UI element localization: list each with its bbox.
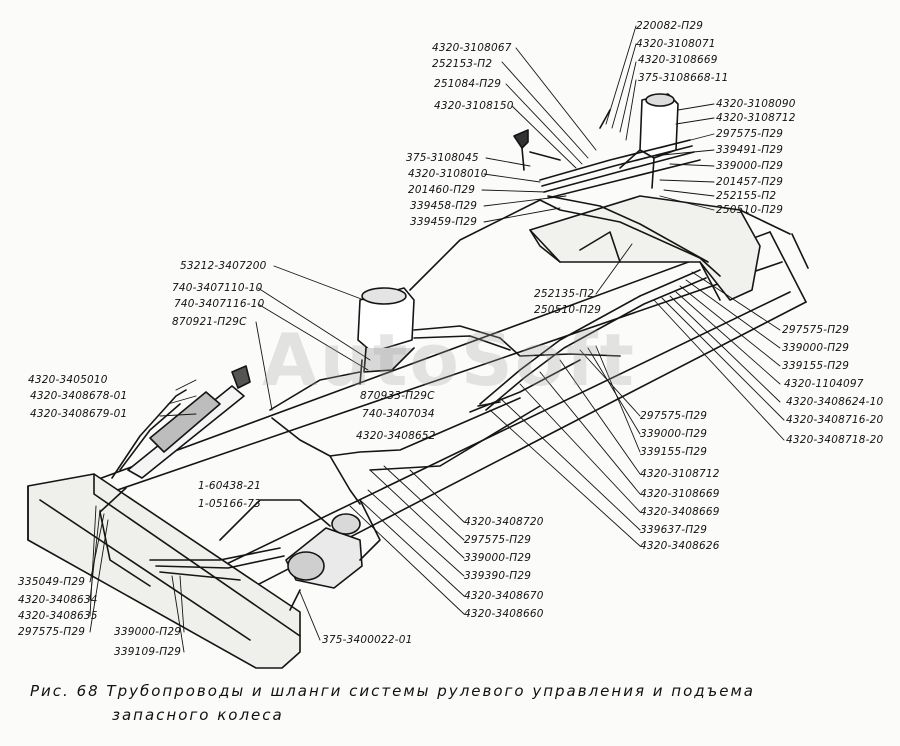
part-label: 1-05166-73	[198, 498, 262, 510]
part-label: 375-3108045	[406, 152, 479, 164]
figure-caption-line1: Рис. 68 Трубопроводы и шланги системы ру…	[30, 682, 755, 700]
part-label: 339491-П29	[716, 144, 784, 156]
part-label: 4320-3408626	[640, 540, 720, 552]
part-label: 339459-П29	[410, 216, 478, 228]
upper-pipes	[409, 139, 721, 411]
part-label: 4320-3408718-20	[786, 434, 884, 446]
part-label: 1-60438-21	[198, 480, 262, 492]
part-label: 297575-П29	[716, 128, 784, 140]
part-label: 339000-П29	[640, 428, 708, 440]
part-label: 4320-1104097	[784, 378, 864, 390]
part-label: 4320-3408720	[464, 516, 544, 528]
part-label: 4320-3108150	[434, 100, 514, 112]
part-label: 335049-П29	[18, 576, 86, 588]
part-label: 201460-П29	[408, 184, 476, 196]
part-label: 4320-3408624-10	[786, 396, 884, 408]
part-label: 4320-3108669	[638, 54, 718, 66]
part-label: 339637-П29	[640, 524, 708, 536]
part-label: 252135-П2	[534, 288, 595, 300]
steering-gear	[219, 499, 381, 611]
part-label: 4320-3408716-20	[786, 414, 884, 426]
rear-crossmember	[27, 473, 301, 669]
part-label: 339155-П29	[640, 446, 708, 458]
part-label: 339390-П29	[464, 570, 532, 582]
part-label: 339000-П29	[464, 552, 532, 564]
part-label: 4320-3408634	[18, 594, 98, 606]
part-label: 4320-3408679-01	[30, 408, 128, 420]
part-label: 4320-3108067	[432, 42, 512, 54]
part-label: 4320-3108669	[640, 488, 720, 500]
part-label: 375-3400022-01	[322, 634, 413, 646]
part-label: 339458-П29	[410, 200, 478, 212]
front-crossmember	[529, 195, 791, 301]
part-label: 252155-П2	[716, 190, 777, 202]
part-label: 53212-3407200	[180, 260, 267, 272]
part-label: 297575-П29	[782, 324, 850, 336]
part-label: 4320-3408678-01	[30, 390, 128, 402]
part-label: 740-3407110-10	[172, 282, 263, 294]
part-label: 297575-П29	[640, 410, 708, 422]
watermark: AutoSoft	[262, 318, 636, 402]
part-label: 4320-3108010	[408, 168, 488, 180]
part-label: 4320-3408652	[356, 430, 436, 442]
hand-lever	[513, 129, 561, 171]
part-label: 740-3407034	[362, 408, 435, 420]
figure-caption-line2: запасного колеса	[112, 706, 284, 724]
part-label: 250510-П29	[716, 204, 784, 216]
part-label: 297575-П29	[18, 626, 86, 638]
part-label: 4320-3408660	[464, 608, 544, 620]
leader-lines	[89, 25, 785, 653]
part-label: 339155-П29	[782, 360, 850, 372]
middle-pipes	[269, 359, 581, 505]
part-label: 339000-П29	[782, 342, 850, 354]
part-label: 4320-3405010	[28, 374, 108, 386]
part-label: 252153-П2	[432, 58, 493, 70]
part-label: 4320-3108712	[716, 112, 796, 124]
part-label: 339000-П29	[114, 626, 182, 638]
lower-pipes	[149, 405, 541, 581]
part-label: 250510-П29	[534, 304, 602, 316]
part-label: 870921-П29С	[172, 316, 247, 328]
part-label: 339109-П29	[114, 646, 182, 658]
part-label: 4320-3408635	[18, 610, 98, 622]
part-label: 4320-3408669	[640, 506, 720, 518]
part-label: 4320-3108071	[636, 38, 716, 50]
valve-unit	[357, 287, 621, 385]
part-label: 220082-П29	[636, 20, 704, 32]
part-label: 740-3407116-10	[174, 298, 265, 310]
part-label: 297575-П29	[464, 534, 532, 546]
part-label: 251084-П29	[434, 78, 502, 90]
part-label: 375-3108668-11	[638, 72, 729, 84]
part-label: 4320-3108712	[640, 468, 720, 480]
part-label: 4320-3408670	[464, 590, 544, 602]
part-label: 339000-П29	[716, 160, 784, 172]
part-label: 4320-3108090	[716, 98, 796, 110]
part-label: 201457-П29	[716, 176, 784, 188]
part-label: 870933-П29С	[360, 390, 435, 402]
